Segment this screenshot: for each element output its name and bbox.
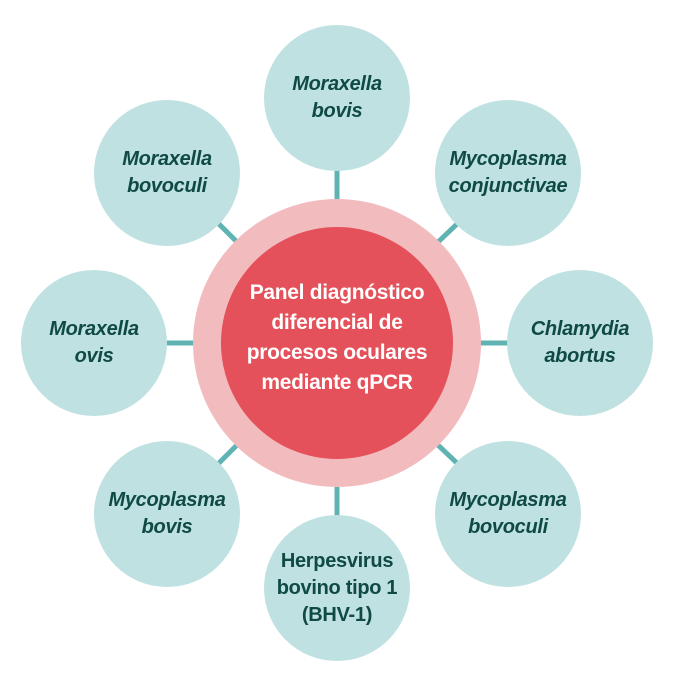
node-label-bottom-right: Mycoplasma bovoculi bbox=[449, 489, 567, 538]
node-circle-left bbox=[21, 270, 167, 416]
node-label-top: Moraxella bovis bbox=[292, 73, 382, 122]
node-label-bottom: Herpesvirus bovino tipo 1 (BHV-1) bbox=[276, 549, 398, 626]
node-circle-top-left bbox=[94, 100, 240, 246]
node-circle-right bbox=[507, 270, 653, 416]
node-circle-top bbox=[264, 25, 410, 171]
connector-bottom-right bbox=[436, 443, 460, 466]
connector-top-right bbox=[436, 221, 460, 244]
node-label-top-left: Moraxella bovoculi bbox=[122, 148, 212, 197]
node-circle-top-right bbox=[435, 100, 581, 246]
node-label-left: Moraxella ovis bbox=[49, 318, 139, 367]
node-label-right: Chlamydia abortus bbox=[530, 318, 630, 367]
node-circle-bottom-right bbox=[435, 441, 581, 587]
node-label-top-right: Mycoplasma conjunctivae bbox=[448, 148, 568, 197]
connector-top-left bbox=[216, 221, 239, 244]
node-circle-bottom bbox=[264, 515, 410, 661]
center-core bbox=[221, 227, 453, 459]
center-label: Panel diagnóstico diferencial de proceso… bbox=[246, 281, 428, 394]
connector-bottom-left bbox=[216, 443, 239, 466]
node-circle-bottom-left bbox=[94, 441, 240, 587]
node-label-bottom-left: Mycoplasma bovis bbox=[108, 489, 226, 538]
